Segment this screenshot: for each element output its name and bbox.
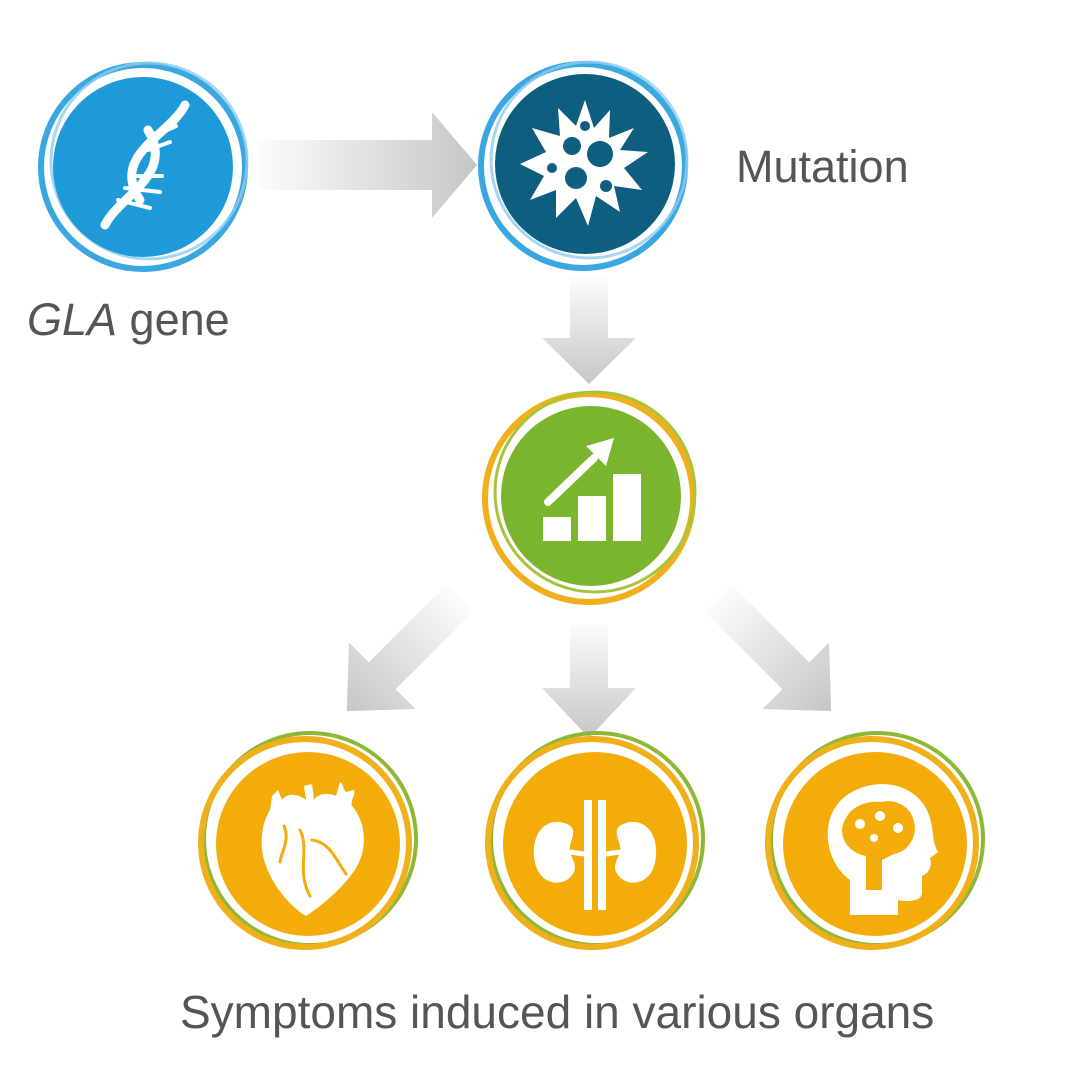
arrow-enzyme-to-brain xyxy=(704,584,832,712)
arrow-enzyme-to-kidney xyxy=(542,624,636,738)
node-gla-gene xyxy=(38,61,249,272)
node-accumulation xyxy=(482,390,697,605)
kidneys-icon xyxy=(533,800,657,910)
gla-gene-label: GLA gene xyxy=(27,294,230,346)
gene-symbol: GLA xyxy=(27,294,118,345)
heart-icon xyxy=(261,782,364,916)
mutation-label: Mutation xyxy=(736,141,909,192)
dna-icon xyxy=(100,100,190,230)
node-mutation xyxy=(478,60,689,271)
arrow-mutation-to-enzyme xyxy=(542,278,636,384)
arrow-gene-to-mutation xyxy=(258,112,477,218)
node-heart xyxy=(198,731,418,950)
head-brain-icon xyxy=(827,784,938,915)
virus-icon xyxy=(520,100,648,226)
gene-word: gene xyxy=(117,294,230,345)
rising-bar-chart-icon xyxy=(543,438,641,541)
arrow-enzyme-to-heart xyxy=(346,584,474,712)
node-kidney xyxy=(485,731,705,950)
node-brain xyxy=(765,731,985,950)
symptoms-caption: Symptoms induced in various organs xyxy=(180,986,935,1038)
